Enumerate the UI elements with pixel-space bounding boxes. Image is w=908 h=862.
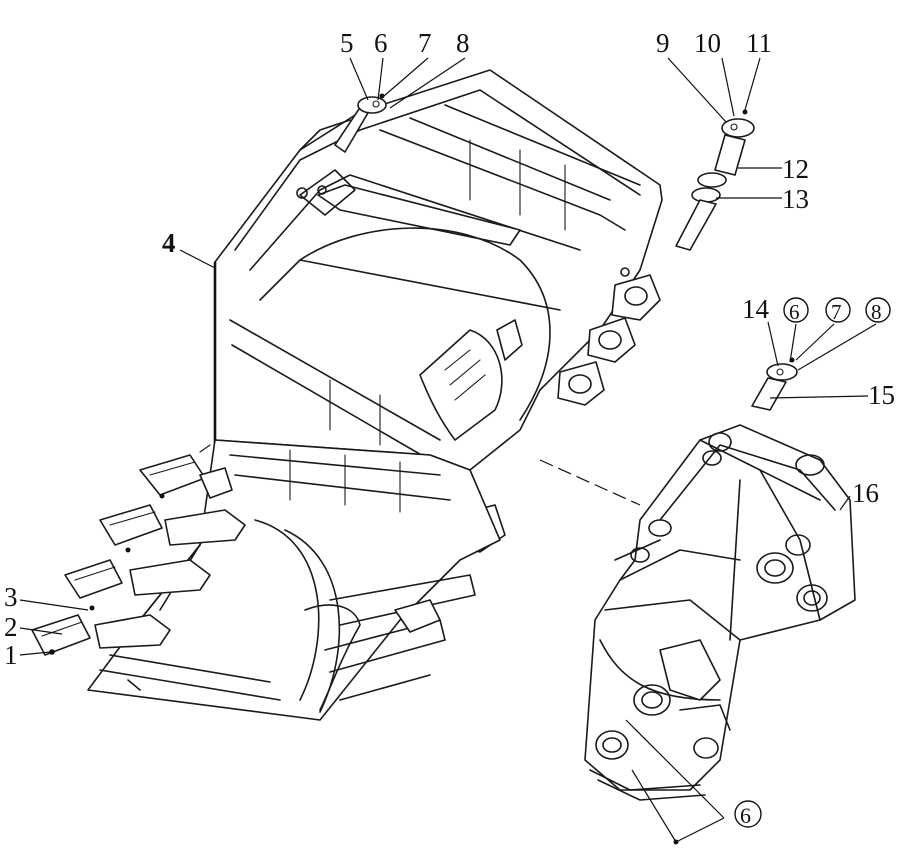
leader-lines — [19, 57, 877, 845]
callout-14: 14 — [742, 294, 770, 324]
callout-6b: 6 — [789, 300, 800, 324]
tooth-3 — [64, 547, 131, 599]
callout-labels: 1 2 3 4 5 6 7 8 9 10 11 12 13 14 6 7 8 1… — [4, 28, 895, 828]
pin-5-assembly — [334, 93, 387, 153]
tooth-4 — [31, 605, 95, 656]
callout-7b: 7 — [831, 300, 842, 324]
callout-12: 12 — [782, 154, 809, 184]
alignment-line — [539, 459, 641, 506]
callout-10: 10 — [694, 28, 721, 58]
callout-7b-circle — [825, 297, 851, 323]
callout-7: 7 — [418, 28, 432, 58]
pin-14-assembly — [751, 357, 798, 411]
tooth-1 — [139, 444, 211, 496]
callout-15: 15 — [868, 380, 895, 410]
callout-3: 3 — [4, 582, 18, 612]
callout-6c-circle — [734, 800, 762, 828]
callout-1: 1 — [4, 640, 18, 670]
adapter-4 — [94, 614, 171, 649]
callout-8: 8 — [456, 28, 470, 58]
adapter-2 — [164, 509, 246, 546]
callout-9: 9 — [656, 28, 670, 58]
callout-5: 5 — [340, 28, 354, 58]
bucket-body — [87, 69, 663, 721]
callout-16: 16 — [852, 478, 879, 508]
teeth-group — [31, 444, 246, 656]
pin-9-assembly — [675, 109, 755, 251]
adapter-3 — [129, 559, 211, 596]
callout-2: 2 — [4, 612, 18, 642]
callout-8b-circle — [865, 297, 891, 323]
callout-6b-circle — [783, 297, 809, 323]
callout-6c: 6 — [740, 803, 751, 828]
callout-4: 4 — [162, 228, 176, 258]
tooth-2 — [99, 493, 165, 546]
callout-6: 6 — [374, 28, 388, 58]
callout-13: 13 — [782, 184, 809, 214]
boom-arm — [584, 424, 856, 801]
adapter-1 — [199, 467, 233, 499]
callout-11: 11 — [746, 28, 772, 58]
callout-8b: 8 — [871, 300, 882, 324]
